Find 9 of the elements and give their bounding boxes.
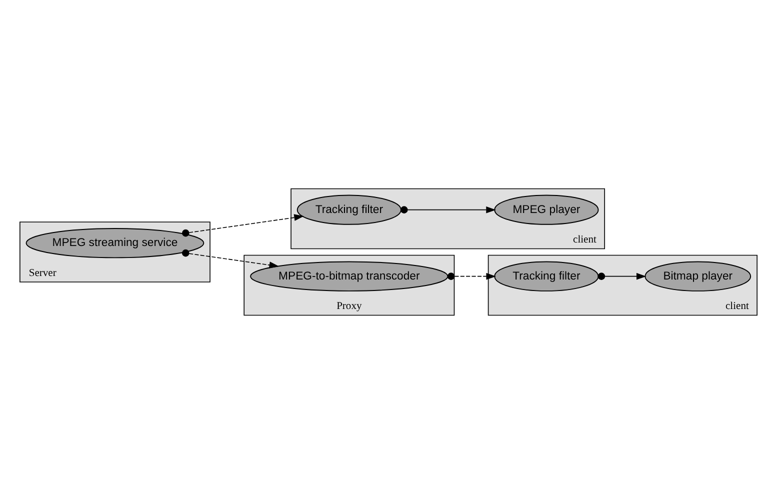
arrow [182,249,280,268]
node-ellipse: Tracking filter [494,261,599,292]
arrow [447,272,496,280]
arrow [400,206,496,214]
arrow [182,214,304,237]
node-ellipse: MPEG player [494,194,599,225]
node-ellipse: Tracking filter [296,194,402,225]
node-ellipse: Bitmap player [644,261,752,292]
arrow [598,272,646,280]
